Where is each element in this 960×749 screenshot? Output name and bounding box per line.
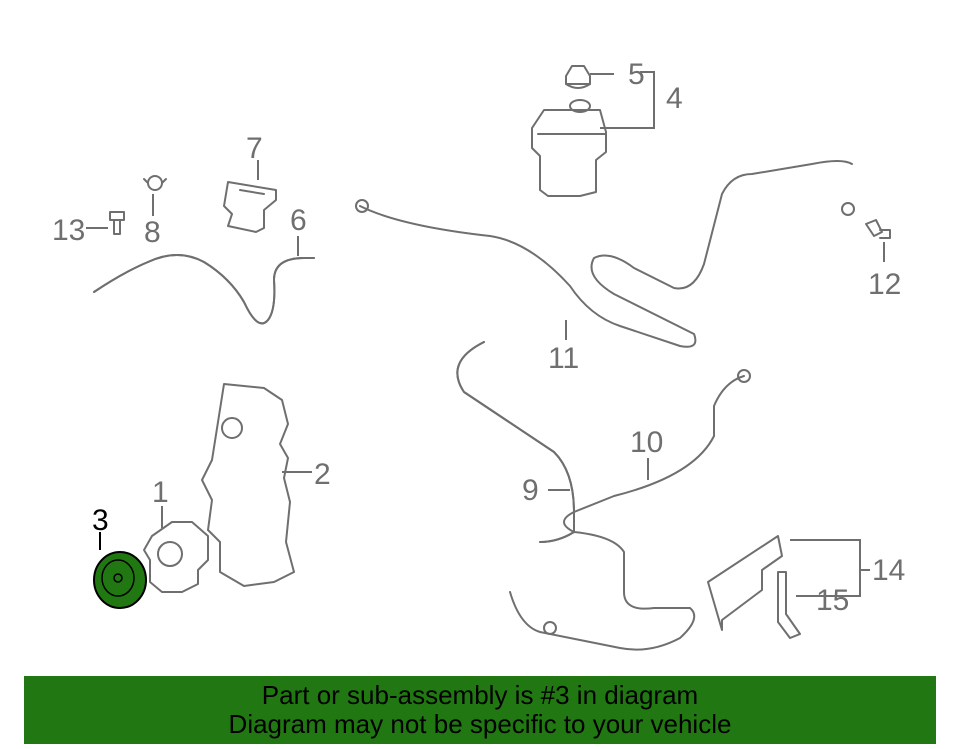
- part-6-hose[interactable]: [93, 254, 315, 325]
- label-4[interactable]: 4: [666, 82, 683, 115]
- label-12[interactable]: 12: [868, 268, 901, 301]
- part-2-front-cover[interactable]: [201, 383, 295, 587]
- diagram-canvas: 5 4 7 8 13 6 12 11 10 9 2 1 3 14 15: [52, 58, 905, 651]
- parts-diagram: 5 4 7 8 13 6 12 11 10 9 2 1 3 14 15: [52, 58, 905, 651]
- leader-lines: [86, 71, 885, 597]
- banner-line-1: Part or sub-assembly is #3 in diagram: [261, 680, 699, 710]
- part-12-bolt[interactable]: [865, 219, 891, 239]
- part-labels: 5 4 7 8 13 6 12 11 10 9 2 1 3 14 15: [52, 58, 905, 617]
- label-13[interactable]: 13: [52, 214, 85, 247]
- part-1-pump[interactable]: [143, 521, 209, 593]
- part-8-clamp[interactable]: [143, 175, 167, 191]
- label-5[interactable]: 5: [628, 58, 645, 91]
- label-14[interactable]: 14: [872, 554, 905, 587]
- label-1[interactable]: 1: [152, 476, 169, 509]
- part-13-bolt[interactable]: [109, 211, 125, 235]
- banner-line-2: Diagram may not be specific to your vehi…: [228, 709, 732, 739]
- info-banner: Part or sub-assembly is #3 in diagram Di…: [24, 676, 936, 744]
- label-2[interactable]: 2: [314, 458, 331, 491]
- part-15-brace[interactable]: [777, 571, 801, 639]
- label-3[interactable]: 3: [92, 504, 109, 537]
- label-10[interactable]: 10: [630, 426, 663, 459]
- part-9-hose[interactable]: [456, 341, 575, 543]
- part-5-reservoir-cap[interactable]: [565, 65, 591, 89]
- part-3-pulley[interactable]: [93, 551, 147, 609]
- part-10-hose[interactable]: [509, 369, 751, 651]
- part-14-bracket[interactable]: [707, 535, 783, 631]
- label-7[interactable]: 7: [246, 132, 263, 165]
- label-15[interactable]: 15: [816, 584, 849, 617]
- label-8[interactable]: 8: [144, 216, 161, 249]
- part-7-bracket[interactable]: [223, 181, 277, 233]
- part-11-hose[interactable]: [355, 160, 855, 348]
- label-11[interactable]: 11: [548, 342, 579, 375]
- label-9[interactable]: 9: [522, 474, 539, 507]
- part-4-reservoir[interactable]: [531, 99, 607, 197]
- label-6[interactable]: 6: [290, 204, 307, 237]
